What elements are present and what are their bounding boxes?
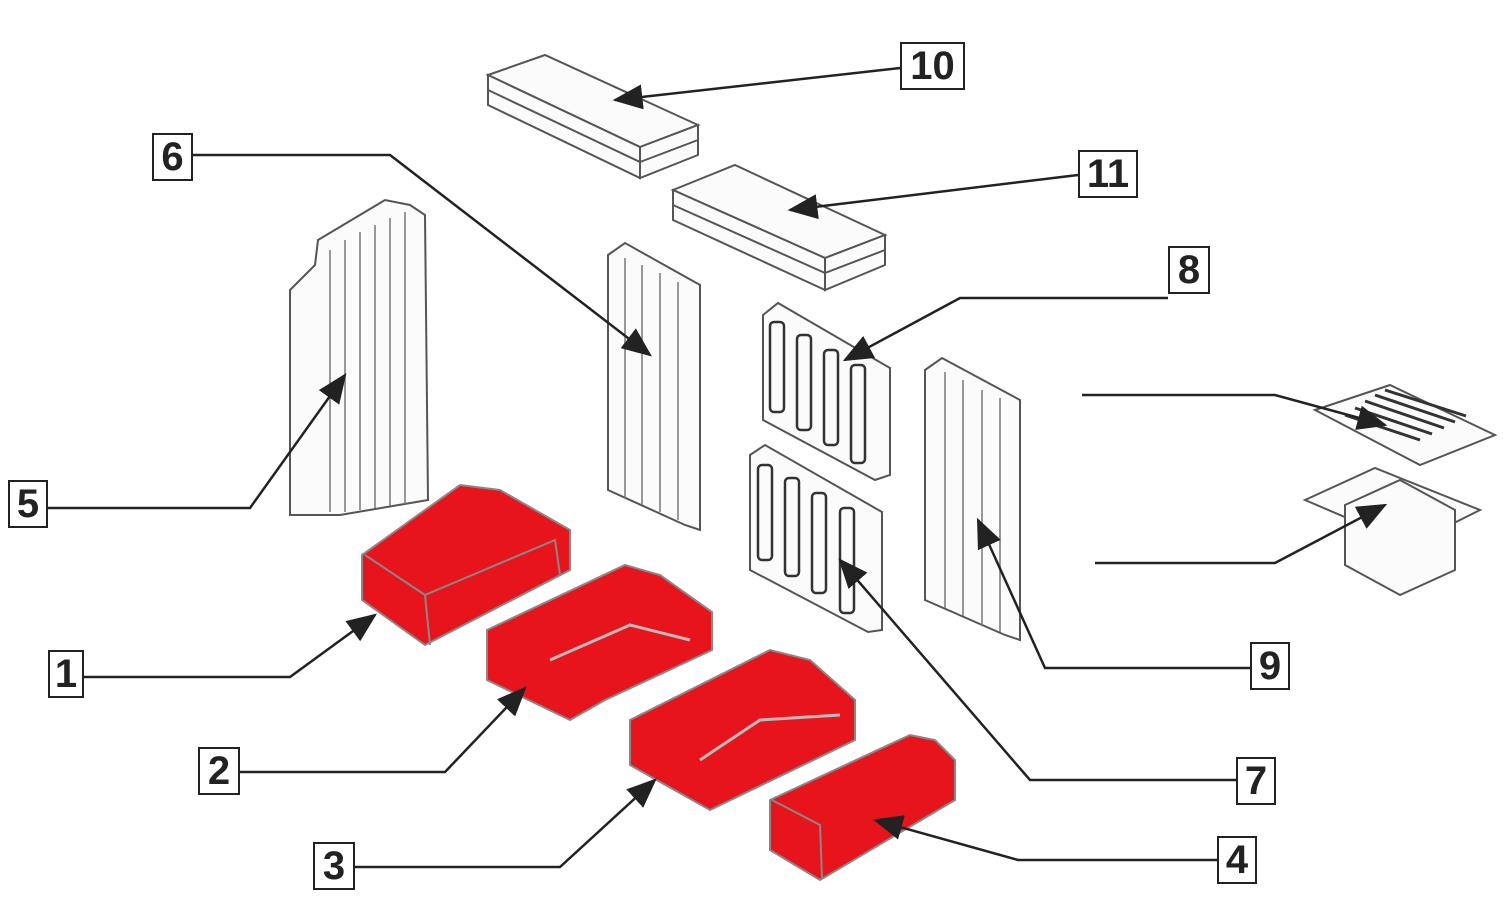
part-1-red-brick (361, 483, 571, 647)
callout-7: 7 (1236, 757, 1276, 805)
leader-ash-pan (1095, 503, 1388, 565)
callout-10: 10 (900, 42, 965, 90)
leader-9 (976, 517, 1250, 670)
callout-8: 8 (1168, 246, 1210, 294)
part-6-back-panel (607, 241, 701, 532)
callout-9: 9 (1250, 642, 1290, 690)
leader-10 (612, 66, 901, 110)
ash-pan (1302, 466, 1483, 597)
leader-8 (842, 296, 1168, 362)
callout-5: 5 (8, 480, 48, 528)
leader-3 (355, 778, 657, 869)
leader-4 (872, 815, 1217, 862)
part-4-red-brick (769, 733, 956, 882)
callout-3: 3 (313, 842, 355, 890)
part-11-plate (670, 163, 888, 292)
leader-2 (240, 686, 527, 774)
leader-lines (48, 66, 1388, 869)
part-2-red-brick (486, 563, 713, 722)
leader-5 (48, 372, 347, 510)
leader-7 (838, 558, 1236, 782)
part-3-red-brick (629, 648, 856, 812)
callout-1: 1 (48, 650, 84, 698)
callout-4: 4 (1217, 836, 1257, 884)
leader-6 (193, 153, 652, 357)
part-9-side-panel (924, 356, 1021, 642)
callout-2: 2 (198, 747, 240, 795)
leader-11 (787, 173, 1079, 220)
part-5-side-panel (289, 198, 430, 516)
callout-6: 6 (152, 133, 193, 181)
leader-1 (84, 613, 378, 679)
grate (1312, 383, 1498, 467)
callout-11: 11 (1078, 150, 1138, 198)
part-8-grid-panel (762, 301, 891, 482)
leader-grate (1082, 393, 1388, 430)
part-10-plate (485, 53, 701, 180)
